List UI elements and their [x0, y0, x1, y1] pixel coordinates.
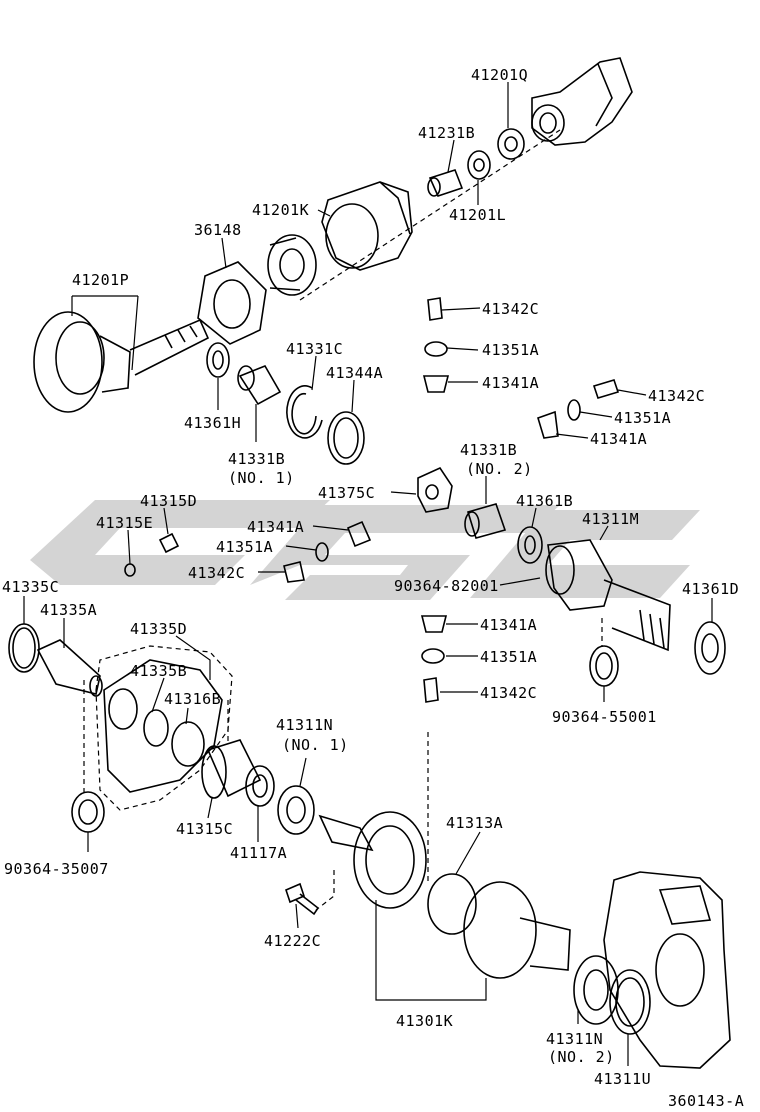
label-41231B: 41231B — [418, 124, 475, 142]
label-41361D: 41361D — [682, 580, 739, 598]
label-41351A-b: 41351A — [614, 409, 671, 427]
part-washer-41117A — [245, 765, 275, 807]
part-block-41375C — [417, 466, 453, 513]
label-41351A-c: 41351A — [216, 538, 273, 556]
label-41315D: 41315D — [140, 492, 197, 510]
part-snap-ring-41331C — [286, 385, 323, 439]
watermark-logo — [30, 500, 700, 600]
part-pinion-washer-a — [424, 341, 448, 357]
label-41335D: 41335D — [130, 620, 187, 638]
label-41341A-b: 41341A — [590, 430, 647, 448]
label-41201Q: 41201Q — [471, 66, 528, 84]
label-41335C: 41335C — [2, 578, 59, 596]
part-bolt-41315D — [158, 532, 180, 554]
label-no2-b: (NO. 2) — [548, 1048, 615, 1066]
label-41331B-no1: 41331B — [228, 450, 285, 468]
label-41341A-c: 41341A — [247, 518, 304, 536]
label-41201P: 41201P — [72, 271, 129, 289]
label-41331B-no2: 41331B — [460, 441, 517, 459]
part-sleeve-41331B-no2 — [464, 503, 507, 539]
label-41342C-c: 41342C — [188, 564, 245, 582]
label-90364-55001: 90364-55001 — [552, 708, 657, 726]
part-pinion-washer-b — [567, 399, 581, 421]
part-washer-41361D — [694, 621, 726, 675]
label-41117A: 41117A — [230, 844, 287, 862]
part-pinion-gear-a — [422, 375, 450, 393]
label-41341A-a: 41341A — [482, 374, 539, 392]
part-ring-41311U — [609, 969, 651, 1035]
part-washer-41361B — [517, 526, 543, 564]
part-nut-41201Q — [497, 128, 525, 160]
part-pinion-shaft-b — [592, 379, 620, 399]
part-bearing-90364-55001 — [589, 645, 619, 687]
label-no1-b: (NO. 1) — [282, 736, 349, 754]
label-41201L: 41201L — [449, 206, 506, 224]
part-bearing-41311N-no1 — [277, 785, 315, 835]
label-41311N-no1: 41311N — [276, 716, 333, 734]
label-41331C: 41331C — [286, 340, 343, 358]
part-rear-case — [603, 871, 731, 1069]
label-41201K: 41201K — [252, 201, 309, 219]
label-41361H: 41361H — [184, 414, 241, 432]
part-pinion-gear-c — [346, 520, 372, 548]
part-flange-41301K-a — [318, 811, 427, 909]
part-snap-ring-41335C — [8, 623, 40, 673]
part-shaft-41335A — [36, 639, 103, 697]
part-pinion-washer-c — [315, 542, 329, 562]
part-bolt-41222C — [285, 882, 320, 916]
part-diff-case-41311M — [545, 539, 671, 652]
label-90364-82001: 90364-82001 — [394, 577, 499, 595]
part-gasket-36148 — [197, 261, 267, 345]
label-41342C-b: 41342C — [648, 387, 705, 405]
part-gear-set-41201P — [33, 311, 210, 413]
label-41311U: 41311U — [594, 1070, 651, 1088]
part-case-41201K — [321, 181, 413, 271]
label-no1-a: (NO. 1) — [228, 469, 295, 487]
part-sleeve-41331B-no1 — [237, 364, 282, 406]
label-41342C-d: 41342C — [480, 684, 537, 702]
part-pinion-shaft-c — [283, 561, 305, 583]
part-sleeve-41315C — [201, 739, 262, 799]
part-pinion-shaft-d — [423, 677, 439, 703]
label-41344A: 41344A — [326, 364, 383, 382]
label-41341A-d: 41341A — [480, 616, 537, 634]
label-no2-a: (NO. 2) — [466, 460, 533, 478]
part-pinion-gear-d — [420, 615, 448, 633]
part-pinion-gear-b — [537, 410, 559, 439]
part-flange-41301K-b — [463, 881, 571, 979]
label-41335B: 41335B — [130, 662, 187, 680]
part-pinion-washer-d — [421, 648, 445, 664]
label-90364-35007: 90364-35007 — [4, 860, 109, 878]
part-bearing-41335B — [108, 688, 138, 730]
label-41351A-d: 41351A — [480, 648, 537, 666]
label-41351A-a: 41351A — [482, 341, 539, 359]
part-bearing-41201K — [267, 234, 317, 296]
figure-code: 360143-A — [668, 1092, 744, 1110]
part-bearing-41201L — [467, 150, 491, 180]
part-bearing-90364-35007 — [71, 791, 105, 833]
part-pinion-shaft-a — [427, 297, 443, 321]
part-transfer-housing-top — [531, 57, 633, 146]
part-ring-41344A — [327, 411, 365, 465]
label-41375C: 41375C — [318, 484, 375, 502]
label-41301K: 41301K — [396, 1012, 453, 1030]
label-41311M: 41311M — [582, 510, 639, 528]
label-41361B: 41361B — [516, 492, 573, 510]
label-41316B: 41316B — [164, 690, 221, 708]
part-o-ring-41313A — [427, 873, 477, 935]
label-41313A: 41313A — [446, 814, 503, 832]
label-41315C: 41315C — [176, 820, 233, 838]
part-seal-41316B — [143, 709, 205, 767]
label-41342C-a: 41342C — [482, 300, 539, 318]
part-collar-41231B — [427, 169, 464, 197]
label-36148: 36148 — [194, 221, 242, 239]
label-41315E: 41315E — [96, 514, 153, 532]
part-washer-41361H — [206, 342, 230, 378]
label-41311N-no2: 41311N — [546, 1030, 603, 1048]
label-41222C: 41222C — [264, 932, 321, 950]
label-41335A: 41335A — [40, 601, 97, 619]
